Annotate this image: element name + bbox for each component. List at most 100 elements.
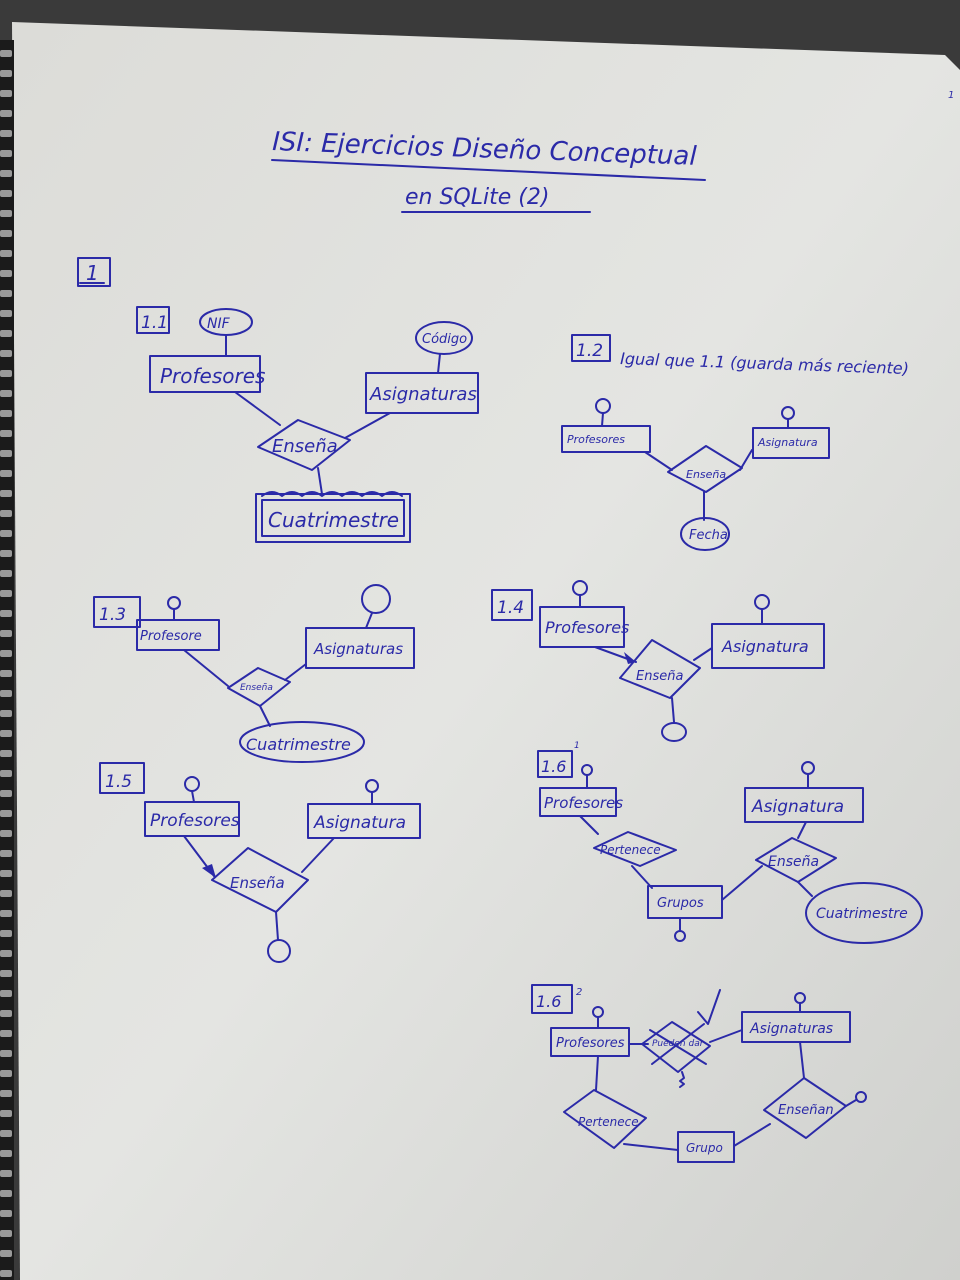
spiral-ring xyxy=(0,810,12,817)
d16a-entity-profesores xyxy=(539,787,617,817)
d11-label: 1.1 xyxy=(141,313,168,333)
spiral-ring xyxy=(0,650,12,657)
spiral-ring xyxy=(0,1210,12,1217)
d14-entity-profesores xyxy=(539,606,625,648)
d16a-superscript: 1 xyxy=(574,741,580,751)
d11-entity-asignaturas-text: Asignaturas xyxy=(369,384,477,405)
spiral-ring xyxy=(0,190,12,197)
d15-rel-ensena xyxy=(211,847,309,913)
d13-label: 1.3 xyxy=(99,605,126,625)
spiral-ring xyxy=(0,1190,12,1197)
d16a-rel-ensena xyxy=(755,837,837,883)
spiral-ring xyxy=(0,930,12,937)
spiral-ring xyxy=(0,1150,12,1157)
d13-rel-ensena-text: Enseña xyxy=(240,683,273,693)
exercise-number: 1 xyxy=(86,261,99,285)
d16a-attr-cuatrimestre xyxy=(805,882,923,944)
spiral-ring xyxy=(0,1250,12,1257)
spiral-ring xyxy=(0,430,12,437)
d13-entity-asignaturas-text: Asignaturas xyxy=(313,640,403,658)
d15-entity-asignatura-text: Asignatura xyxy=(313,813,406,833)
spiral-ring xyxy=(0,310,12,317)
d16a-rel-pertenece xyxy=(593,831,677,867)
d13-entity-asignaturas xyxy=(305,627,415,669)
spiral-ring xyxy=(0,790,12,797)
d12-rel-ensena xyxy=(667,445,743,493)
spiral-ring xyxy=(0,490,12,497)
d14-entity-profesores-text: Profesores xyxy=(545,618,629,637)
d11-attr-codigo xyxy=(415,321,473,355)
diagram-1-6-first: 1.6 1 Profesores Asignatura Pertenece Gr… xyxy=(537,741,923,944)
d11-weak-entity-cuatrimestre-text: Cuatrimestre xyxy=(268,508,399,532)
d16b-entity-profesores xyxy=(550,1027,630,1057)
d14-rel-ensena-text: Enseña xyxy=(636,669,683,684)
spiral-ring xyxy=(0,290,12,297)
spiral-ring xyxy=(0,1030,12,1037)
spiral-ring xyxy=(0,1170,12,1177)
spiral-ring xyxy=(0,730,12,737)
spiral-ring xyxy=(0,1010,12,1017)
d11-rel-ensena-text: Enseña xyxy=(272,436,338,457)
spiral-ring xyxy=(0,90,12,97)
d16a-entity-asignatura-text: Asignatura xyxy=(751,797,844,817)
d16b-superscript: 2 xyxy=(576,987,582,998)
spiral-ring xyxy=(0,330,12,337)
spiral-ring xyxy=(0,850,12,857)
d16a-entity-profesores-text: Profesores xyxy=(544,794,623,812)
spiral-ring xyxy=(0,550,12,557)
d15-label: 1.5 xyxy=(105,772,132,792)
spiral-ring xyxy=(0,110,12,117)
spiral-ring xyxy=(0,530,12,537)
d11-attr-codigo-text: Código xyxy=(422,332,467,347)
d16a-label: 1.6 xyxy=(541,757,566,776)
spiral-ring xyxy=(0,670,12,677)
spiral-ring xyxy=(0,970,12,977)
spiral-ring xyxy=(0,390,12,397)
d16b-rel-pertenece xyxy=(563,1089,647,1149)
title-underline-1 xyxy=(271,159,706,181)
spiral-ring xyxy=(0,750,12,757)
d14-label: 1.4 xyxy=(497,598,524,618)
spiral-ring xyxy=(0,770,12,777)
d16b-entity-asignaturas-text: Asignaturas xyxy=(749,1021,833,1037)
spiral-ring xyxy=(0,690,12,697)
d11-entity-profesores-text: Profesores xyxy=(160,364,265,388)
d13-attr-cuatrimestre-text: Cuatrimestre xyxy=(246,735,351,754)
d16a-rel-ensena-text: Enseña xyxy=(768,854,819,870)
d16b-entity-profesores-text: Profesores xyxy=(556,1036,625,1051)
spiral-ring xyxy=(0,410,12,417)
spiral-ring xyxy=(0,450,12,457)
d12-entity-profesores-text: Profesores xyxy=(567,433,625,446)
d12-rel-ensena-text: Enseña xyxy=(686,468,726,481)
spiral-ring xyxy=(0,830,12,837)
exercise-number-box: 1 xyxy=(77,257,111,287)
spiral-ring xyxy=(0,50,12,57)
spiral-ring xyxy=(0,130,12,137)
d11-rel-ensena xyxy=(257,419,351,471)
spiral-ring xyxy=(0,990,12,997)
diagram-1-4: 1.4 Profesores Asignatura Enseña xyxy=(491,580,825,742)
spiral-ring xyxy=(0,570,12,577)
d16b-checkmark xyxy=(697,989,721,1025)
d13-entity-profesore xyxy=(136,619,220,651)
spiral-ring xyxy=(0,230,12,237)
d14-entity-asignatura xyxy=(711,623,825,669)
paper-sheet xyxy=(12,22,960,1280)
d16a-attr-cuatrimestre-text: Cuatrimestre xyxy=(816,906,908,922)
spiral-ring xyxy=(0,1050,12,1057)
d11-weak-entity-cuatrimestre xyxy=(255,493,411,543)
spiral-ring xyxy=(0,590,12,597)
spiral-ring xyxy=(0,1110,12,1117)
d12-entity-profesores xyxy=(561,425,651,453)
spiral-ring xyxy=(0,1070,12,1077)
spiral-ring xyxy=(0,150,12,157)
d13-entity-profesore-text: Profesore xyxy=(140,629,202,644)
d12-entity-asignatura xyxy=(752,427,830,459)
spiral-ring xyxy=(0,510,12,517)
d14-entity-asignatura-text: Asignatura xyxy=(721,637,809,656)
spiral-ring xyxy=(0,710,12,717)
spiral-ring xyxy=(0,1130,12,1137)
d16a-rel-pertenece-text: Pertenece xyxy=(600,843,661,857)
d16b-rel-pertenece-text: Pertenece xyxy=(578,1115,639,1129)
